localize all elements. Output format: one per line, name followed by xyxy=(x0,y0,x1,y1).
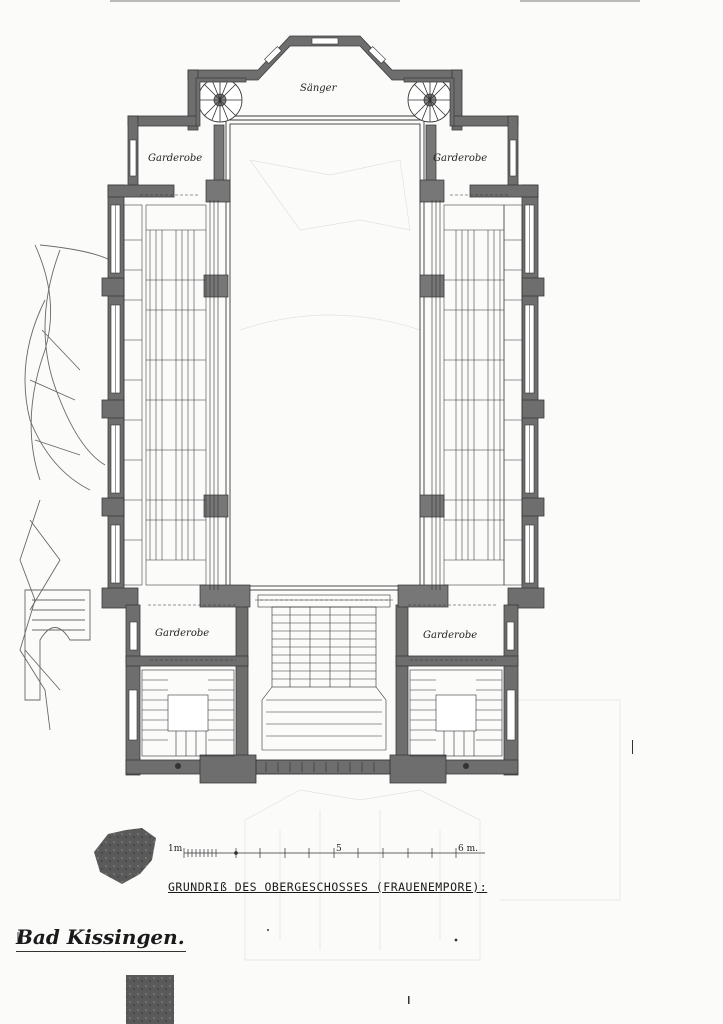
column-dots xyxy=(175,763,469,769)
outer-walls xyxy=(101,35,545,784)
scale-bar xyxy=(183,848,485,858)
place-marker xyxy=(17,932,23,944)
scale-label-start: 1m xyxy=(168,844,183,854)
stair-tower-walls xyxy=(195,77,455,127)
gallery-pews-right xyxy=(443,204,523,586)
gallery-rails xyxy=(209,200,441,590)
drawing-caption: GRUNDRIß DES OBERGESCHOSSES (FRAUENEMPOR… xyxy=(168,880,488,894)
side-sketch xyxy=(19,244,111,731)
label-cloakroom-nw: Garderobe xyxy=(148,153,202,164)
spiral-stair-left xyxy=(197,77,243,123)
faint-background-sketch xyxy=(239,159,621,961)
stairwell-left xyxy=(141,669,235,757)
stray-marks xyxy=(267,740,633,1004)
window-mullions xyxy=(115,205,530,583)
label-cloakroom-ne: Garderobe xyxy=(433,153,487,164)
label-cloakroom-se: Garderobe xyxy=(423,630,477,641)
label-cloakroom-sw: Garderobe xyxy=(155,628,209,639)
scan-blot-lower xyxy=(126,975,174,1024)
label-choir: Sänger xyxy=(300,83,338,94)
scan-blot-upper xyxy=(94,828,156,884)
scale-label-mid: 5 xyxy=(336,844,342,854)
spiral-stair-right xyxy=(407,77,453,123)
nave-opening xyxy=(225,115,425,591)
scale-label-end: 6 m. xyxy=(458,844,478,854)
grand-staircase xyxy=(257,594,391,751)
gallery-pews-left xyxy=(123,204,207,586)
balustrades xyxy=(199,124,449,608)
stairwell-right xyxy=(409,669,503,757)
entrance-front xyxy=(255,759,391,775)
place-name: Bad Kissingen. xyxy=(16,925,186,952)
